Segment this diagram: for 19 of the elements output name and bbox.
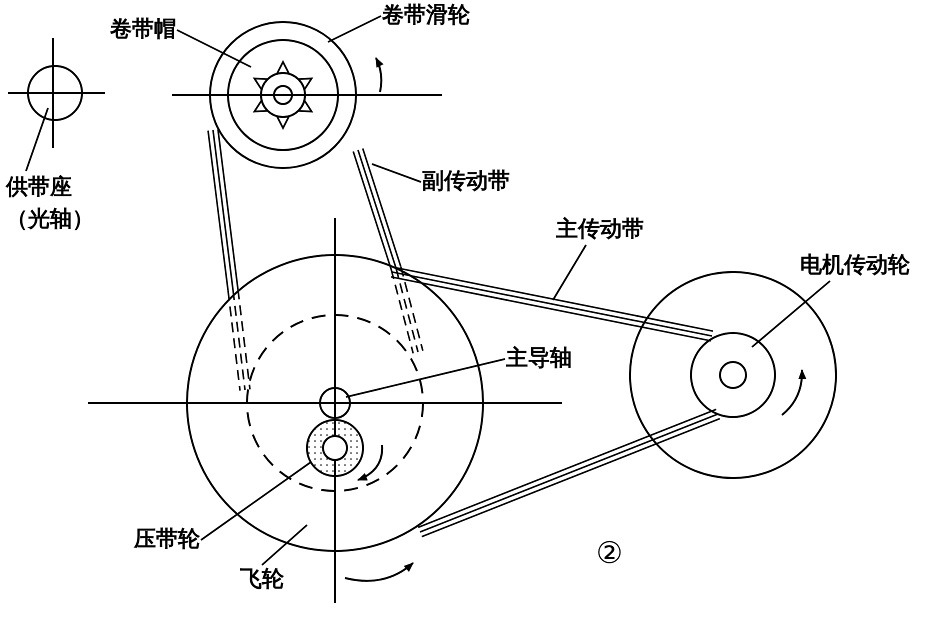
- part-label: 卷带帽: [110, 16, 176, 44]
- leader-line: [25, 108, 49, 172]
- leader-line: [176, 29, 252, 68]
- part-label: 电机传动轮: [800, 252, 910, 280]
- part-label: 飞轮: [240, 566, 284, 594]
- leader-line: [200, 461, 312, 541]
- part-label: 卷带滑轮: [382, 2, 470, 30]
- leader-line: [751, 280, 831, 348]
- leader-line: [328, 15, 382, 43]
- leader-line: [346, 358, 506, 398]
- part-label: 压带轮: [134, 526, 200, 554]
- figure-number: ②: [596, 536, 623, 572]
- part-label: 主导轴: [506, 345, 572, 373]
- part-label: 副传动带: [422, 168, 510, 196]
- part-label: 供带座（光轴）: [6, 172, 98, 236]
- part-label: 主传动带: [556, 216, 644, 244]
- leader-line: [261, 524, 308, 566]
- leader-line: [552, 244, 587, 300]
- leader-line: [372, 163, 422, 183]
